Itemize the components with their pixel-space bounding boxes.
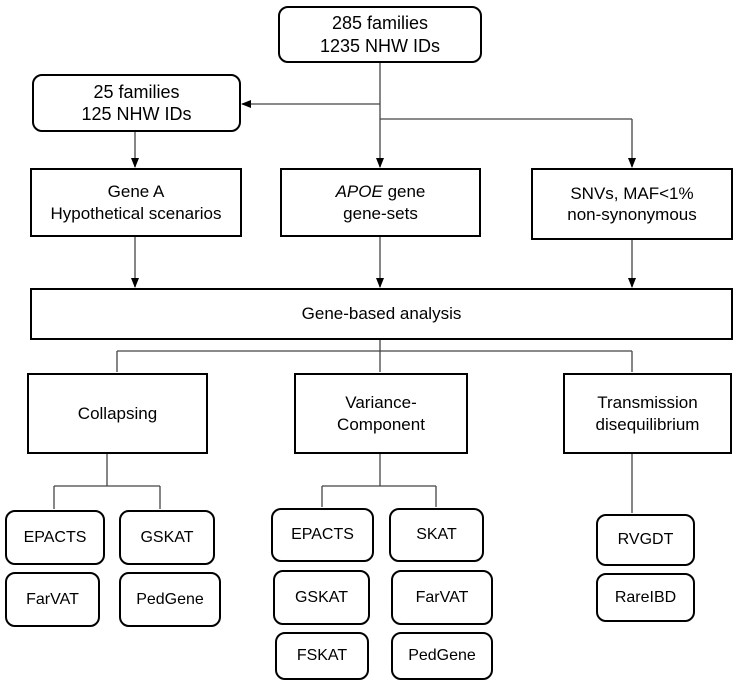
variance-farvat-label: FarVAT — [415, 588, 469, 606]
collapsing-gskat-label: GSKAT — [140, 528, 194, 546]
collapsing-gskat-box: GSKAT — [119, 510, 215, 565]
collapsing-epacts-label: EPACTS — [23, 528, 87, 546]
subset-ids-text: 125 NHW IDs — [81, 104, 192, 124]
variance-pedgene-box: PedGene — [391, 632, 493, 680]
transmission-rvgdt-label: RVGDT — [617, 531, 674, 548]
collapsing-pedgene-box: PedGene — [119, 572, 221, 627]
gene-a-subtitle: Hypothetical scenarios — [50, 203, 222, 223]
snvs-box: SNVs, MAF<1% non-synonymous — [531, 168, 733, 240]
root-ids-text: 1235 NHW IDs — [319, 35, 441, 56]
root-families-text: 285 families — [331, 13, 429, 33]
transmission-title: Transmission — [597, 393, 698, 413]
variance-subtitle: Component — [337, 414, 425, 434]
transmission-rvgdt-box: RVGDT — [596, 514, 695, 566]
gene-based-analysis-box: Gene-based analysis — [30, 288, 733, 340]
variance-component-box: Variance- Component — [294, 373, 468, 454]
collapsing-label: Collapsing — [77, 403, 158, 423]
variance-epacts-box: EPACTS — [271, 508, 374, 562]
variance-skat-box: SKAT — [389, 508, 484, 562]
subset-families-text: 25 families — [93, 81, 180, 102]
transmission-subtitle: disequilibrium — [595, 414, 700, 434]
gene-a-title: Gene A — [107, 182, 165, 202]
apoe-box: APOE gene gene-sets — [280, 168, 481, 237]
apoe-gene-suffix: gene — [382, 182, 426, 202]
root-cohort-box: 285 families 1235 NHW IDs — [278, 6, 482, 63]
variance-epacts-label: EPACTS — [291, 526, 354, 543]
apoe-title: APOE gene — [336, 181, 426, 202]
transmission-disequilibrium-box: Transmission disequilibrium — [563, 373, 732, 454]
variance-pedgene-label: PedGene — [408, 647, 476, 664]
variance-gskat-box: GSKAT — [273, 570, 370, 625]
snvs-subtitle: non-synonymous — [567, 205, 697, 224]
variance-skat-label: SKAT — [416, 526, 457, 543]
transmission-rareibd-label: RareIBD — [614, 588, 677, 606]
gene-based-analysis-label: Gene-based analysis — [301, 304, 462, 324]
apoe-gene-name: APOE — [335, 182, 383, 202]
collapsing-farvat-label: FarVAT — [26, 590, 79, 608]
variance-fskat-label: FSKAT — [296, 647, 348, 664]
transmission-rareibd-box: RareIBD — [596, 573, 695, 622]
collapsing-epacts-box: EPACTS — [5, 510, 105, 565]
variance-gskat-label: GSKAT — [294, 588, 349, 606]
collapsing-box: Collapsing — [27, 373, 208, 454]
apoe-subtitle: gene-sets — [343, 203, 418, 223]
variance-farvat-box: FarVAT — [391, 570, 493, 625]
collapsing-farvat-box: FarVAT — [5, 572, 100, 627]
snvs-title: SNVs, MAF<1% — [570, 183, 694, 203]
variance-fskat-box: FSKAT — [275, 632, 369, 680]
collapsing-pedgene-label: PedGene — [136, 590, 204, 608]
subset-cohort-box: 25 families 125 NHW IDs — [32, 74, 241, 132]
variance-title: Variance- — [345, 393, 417, 413]
gene-a-box: Gene A Hypothetical scenarios — [30, 168, 242, 237]
